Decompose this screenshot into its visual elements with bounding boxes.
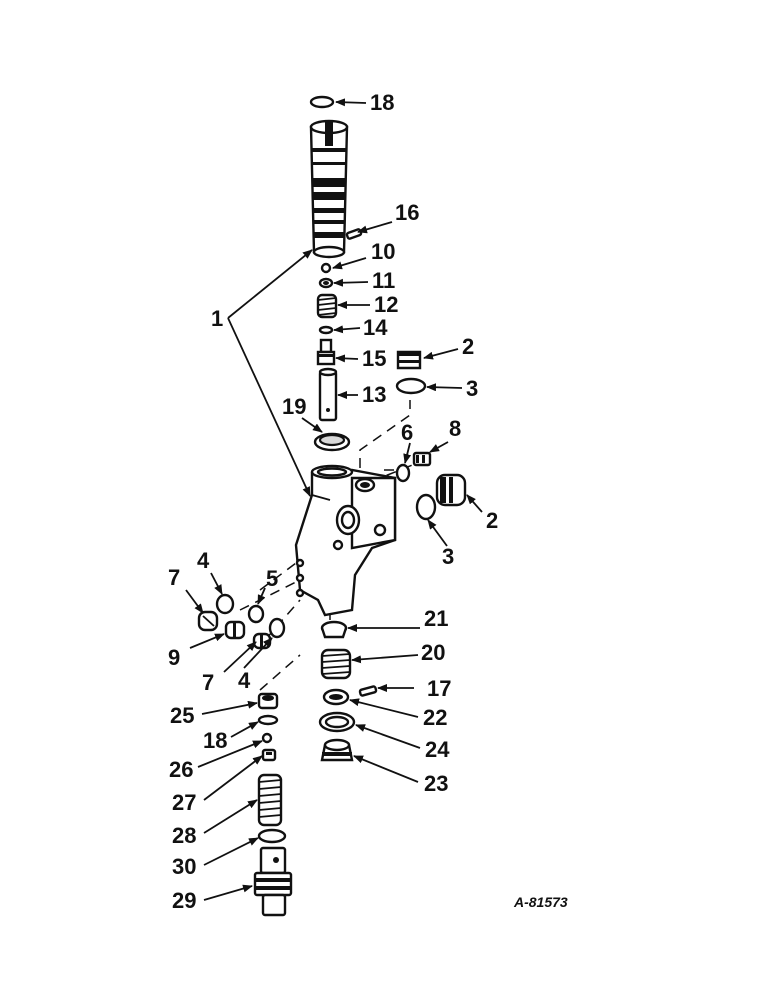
guide-27 bbox=[261, 748, 277, 762]
callout-6: 6 bbox=[401, 420, 413, 445]
callout-10: 10 bbox=[371, 239, 395, 264]
seat-21 bbox=[320, 620, 348, 639]
washer-14 bbox=[318, 325, 334, 335]
seat-11 bbox=[318, 277, 334, 289]
callout-30: 30 bbox=[172, 854, 196, 879]
callout-7-upper: 7 bbox=[168, 565, 180, 590]
plug-7-lower bbox=[252, 632, 272, 650]
callout-15: 15 bbox=[362, 346, 386, 371]
o-ring-6 bbox=[395, 463, 411, 483]
callout-25: 25 bbox=[170, 703, 194, 728]
callout-19: 19 bbox=[282, 394, 306, 419]
plug-2-upper bbox=[396, 350, 422, 370]
spring-28 bbox=[257, 773, 283, 827]
seat-25 bbox=[257, 692, 279, 710]
plug-7-upper bbox=[197, 610, 219, 632]
reference-code: A-81573 bbox=[513, 894, 568, 910]
callout-23: 23 bbox=[424, 771, 448, 796]
callout-18-top: 18 bbox=[370, 90, 394, 115]
fitting-8 bbox=[412, 451, 432, 467]
callout-9: 9 bbox=[168, 645, 180, 670]
callout-2-lower: 2 bbox=[486, 508, 498, 533]
callout-4-lower: 4 bbox=[238, 668, 251, 693]
callout-28: 28 bbox=[172, 823, 196, 848]
callout-14: 14 bbox=[363, 315, 388, 340]
callout-5: 5 bbox=[266, 566, 278, 591]
valve-body bbox=[294, 464, 397, 617]
callout-17: 17 bbox=[427, 676, 451, 701]
spool bbox=[309, 119, 349, 259]
o-ring-30 bbox=[257, 828, 287, 844]
callout-2-upper: 2 bbox=[462, 334, 474, 359]
callout-3-lower: 3 bbox=[442, 544, 454, 569]
callout-27: 27 bbox=[172, 790, 196, 815]
ball-26 bbox=[261, 732, 273, 744]
spring-12 bbox=[316, 293, 338, 319]
callout-26: 26 bbox=[169, 757, 193, 782]
o-ring-4-lower bbox=[268, 617, 286, 639]
seal-19 bbox=[313, 432, 351, 452]
spring-20 bbox=[320, 648, 352, 680]
callout-labels: 18 16 10 11 12 1 14 15 13 2 3 19 6 8 2 3… bbox=[168, 90, 498, 913]
o-ring-5 bbox=[247, 604, 265, 624]
callout-29: 29 bbox=[172, 888, 196, 913]
o-ring-top bbox=[309, 95, 335, 109]
callout-7-lower: 7 bbox=[202, 670, 214, 695]
ring-24 bbox=[318, 711, 356, 733]
callout-8: 8 bbox=[449, 416, 461, 441]
callout-20: 20 bbox=[421, 640, 445, 665]
cap-23 bbox=[320, 738, 354, 762]
callout-13: 13 bbox=[362, 382, 386, 407]
callout-21: 21 bbox=[424, 606, 448, 631]
callout-24: 24 bbox=[425, 737, 450, 762]
plug-2-lower bbox=[435, 473, 467, 507]
callout-18-lower: 18 bbox=[203, 728, 227, 753]
callout-1: 1 bbox=[211, 306, 223, 331]
plunger-15 bbox=[316, 338, 336, 366]
o-ring-3-lower bbox=[415, 493, 437, 521]
callout-4-upper: 4 bbox=[197, 548, 210, 573]
callout-3-upper: 3 bbox=[466, 376, 478, 401]
o-ring-18-lower bbox=[257, 714, 279, 726]
plug-22 bbox=[322, 688, 350, 706]
callout-16: 16 bbox=[395, 200, 419, 225]
ball-10 bbox=[320, 262, 332, 274]
leader-lines bbox=[185, 98, 483, 901]
pin-16 bbox=[345, 228, 363, 240]
pin-17 bbox=[358, 685, 378, 697]
plug-29 bbox=[253, 846, 293, 917]
callout-11: 11 bbox=[372, 268, 395, 293]
callout-22: 22 bbox=[423, 705, 447, 730]
callout-12: 12 bbox=[374, 292, 398, 317]
o-ring-4-upper bbox=[215, 593, 235, 615]
fitting-9 bbox=[224, 620, 246, 640]
sleeve-13 bbox=[318, 367, 338, 422]
o-ring-3-upper bbox=[395, 377, 427, 395]
